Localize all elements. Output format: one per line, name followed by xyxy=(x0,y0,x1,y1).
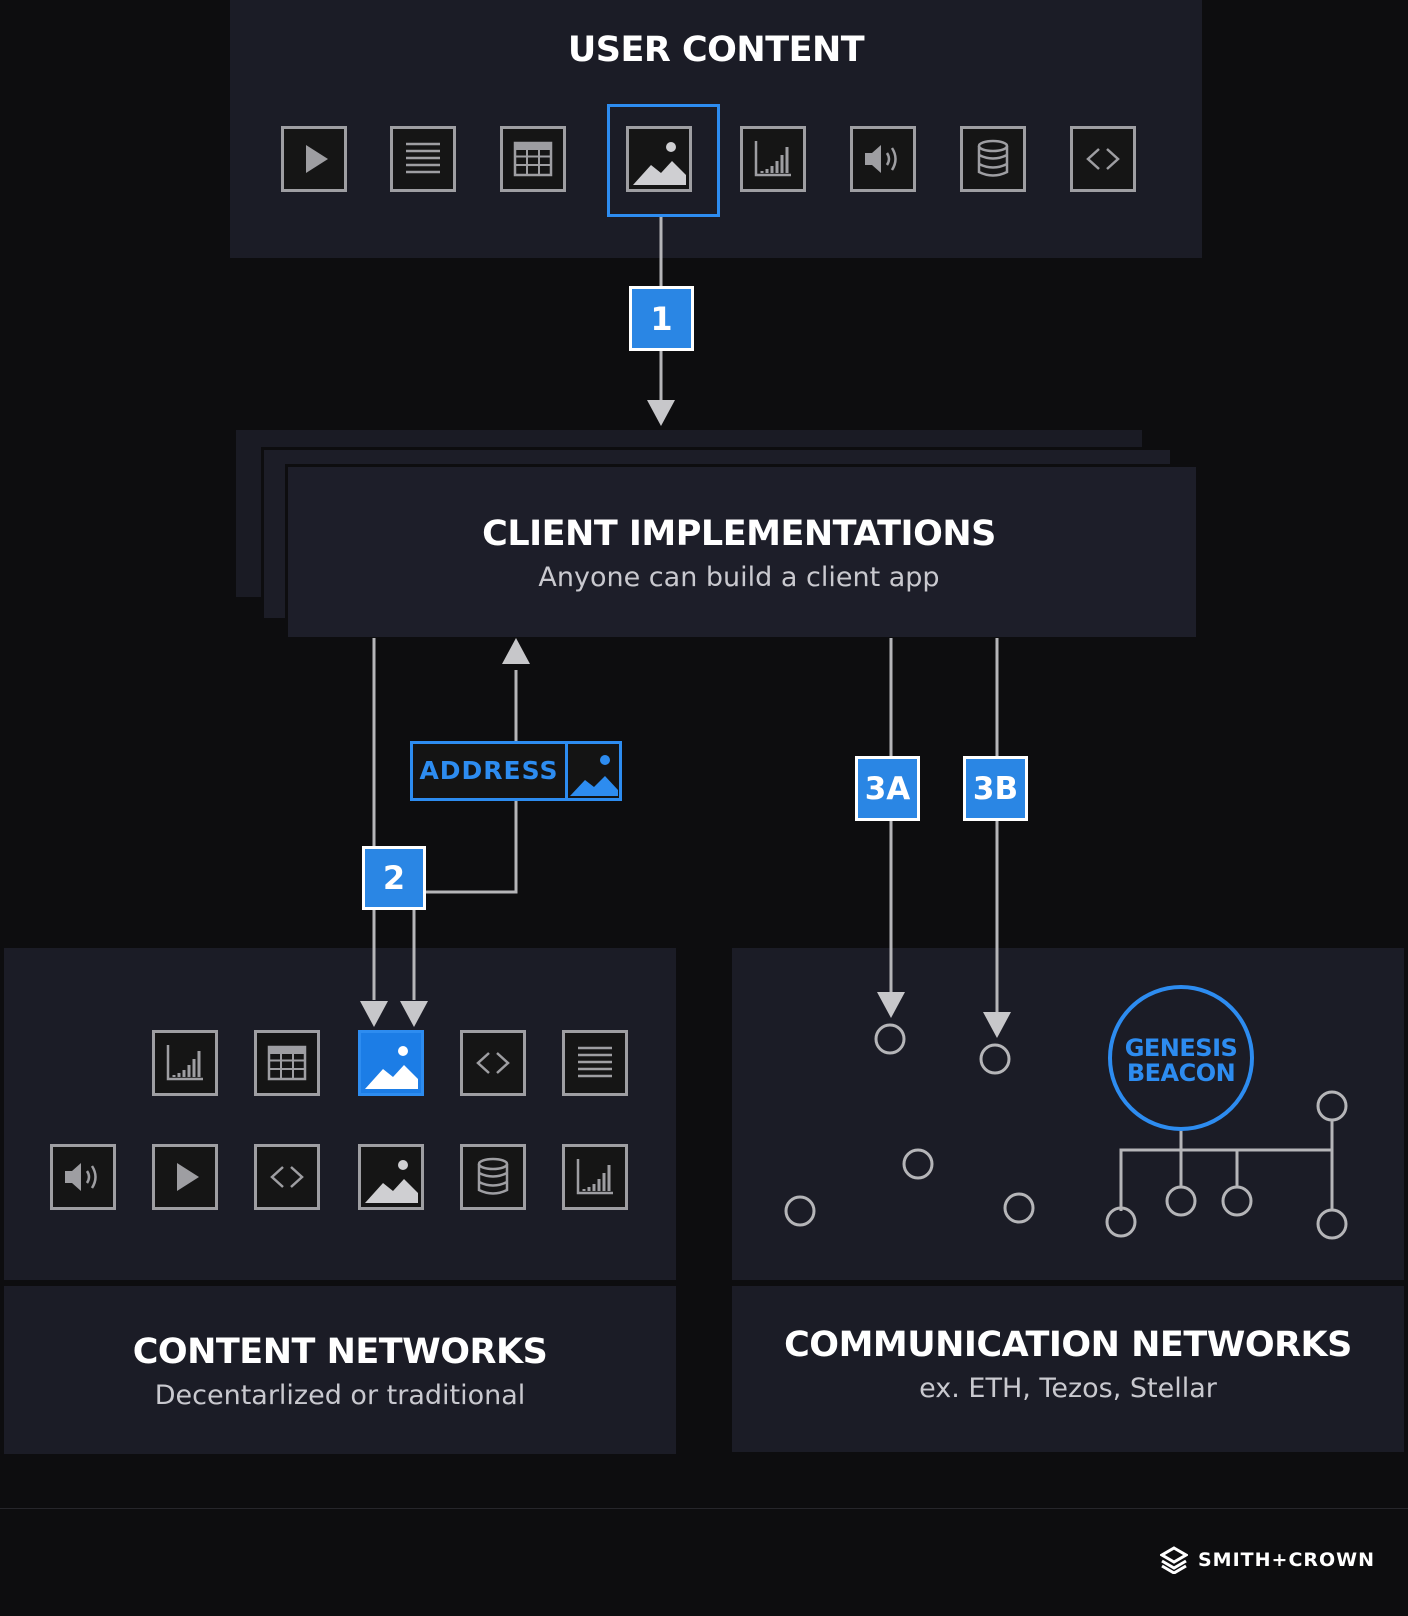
image-icon-glyph xyxy=(365,1160,418,1203)
chart-icon-glyph xyxy=(754,141,791,177)
play-icon-glyph xyxy=(177,1163,199,1191)
genesis-line-2: BEACON xyxy=(1126,1059,1236,1087)
code-icon-glyph xyxy=(1086,148,1120,170)
content-networks-subtitle: Decentarlized or traditional xyxy=(154,1380,526,1411)
step-3a-badge: 3A xyxy=(855,756,920,821)
image-icon xyxy=(358,1144,424,1210)
chart-icon xyxy=(152,1030,218,1096)
code-icon-glyph xyxy=(270,1166,304,1188)
database-icon-glyph xyxy=(977,139,1009,177)
communication-networks-panel xyxy=(732,948,1404,1280)
table-icon xyxy=(254,1030,320,1096)
selected-image-highlight xyxy=(607,104,720,217)
play-icon xyxy=(281,126,347,192)
text-icon xyxy=(390,126,456,192)
image-icon xyxy=(358,1030,424,1096)
database-icon xyxy=(460,1144,526,1210)
communication-networks-subtitle: ex. ETH, Tezos, Stellar xyxy=(919,1373,1217,1404)
step-3b-badge: 3B xyxy=(963,756,1028,821)
table-icon xyxy=(500,126,566,192)
image-icon xyxy=(626,126,692,192)
brand-logo: SMITH+CROWN xyxy=(1160,1546,1375,1574)
genesis-line-1: GENESIS xyxy=(1124,1034,1238,1062)
audio-icon xyxy=(850,126,916,192)
communication-networks-label-panel xyxy=(732,1286,1404,1452)
chart-icon xyxy=(562,1144,628,1210)
table-icon-glyph xyxy=(513,141,553,177)
code-icon-glyph xyxy=(476,1052,510,1074)
database-icon xyxy=(960,126,1026,192)
code-icon xyxy=(254,1144,320,1210)
database-icon-glyph xyxy=(477,1157,509,1195)
play-icon xyxy=(152,1144,218,1210)
text-icon-glyph xyxy=(406,142,440,174)
image-icon-glyph xyxy=(633,142,686,185)
address-label: ADDRESS xyxy=(419,756,559,785)
footer-divider xyxy=(0,1508,1408,1509)
table-icon-glyph xyxy=(267,1045,307,1081)
image-icon-glyph xyxy=(365,1046,418,1089)
address-image-icon xyxy=(565,744,619,798)
content-networks-label-panel xyxy=(4,1286,676,1454)
client-implementations-title: CLIENT IMPLEMENTATIONS xyxy=(482,514,996,554)
play-icon-glyph xyxy=(306,145,328,173)
step-1-badge: 1 xyxy=(629,286,694,351)
chart-icon-glyph xyxy=(166,1045,203,1081)
content-networks-title: CONTENT NETWORKS xyxy=(132,1332,548,1372)
audio-icon-glyph xyxy=(865,145,897,173)
brand-mark-icon xyxy=(1160,1546,1188,1574)
code-icon xyxy=(1070,126,1136,192)
user-content-title: USER CONTENT xyxy=(567,30,865,70)
client-implementations-panel xyxy=(285,464,1196,637)
text-icon-glyph xyxy=(578,1046,612,1078)
network-nodes xyxy=(784,1023,1348,1240)
text-icon xyxy=(562,1030,628,1096)
chart-icon xyxy=(740,126,806,192)
step-2-badge: 2 xyxy=(362,846,426,910)
brand-name: SMITH+CROWN xyxy=(1198,1549,1376,1571)
code-icon xyxy=(460,1030,526,1096)
audio-icon xyxy=(50,1144,116,1210)
chart-icon-glyph xyxy=(576,1159,613,1195)
content-networks-panel xyxy=(4,948,676,1280)
communication-networks-title: COMMUNICATION NETWORKS xyxy=(784,1325,1352,1365)
client-implementations-subtitle: Anyone can build a client app xyxy=(538,562,940,593)
address-tag: ADDRESS xyxy=(410,741,622,801)
genesis-beacon: GENESIS BEACON xyxy=(1108,985,1254,1131)
audio-icon-glyph xyxy=(65,1163,97,1191)
